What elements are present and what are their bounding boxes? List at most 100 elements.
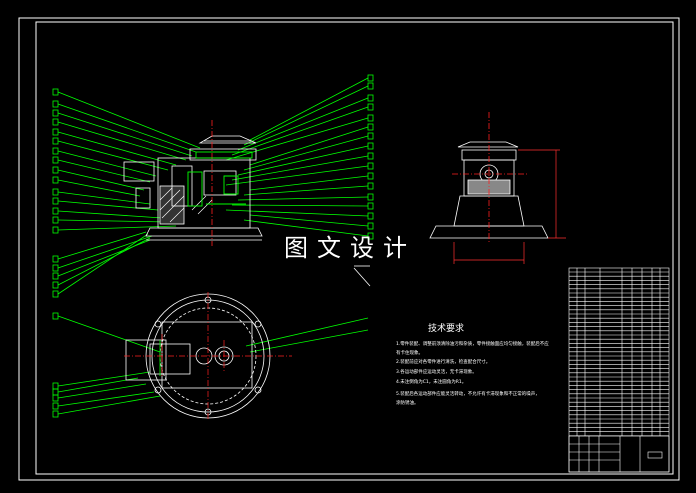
right-callout-box — [367, 172, 374, 180]
right-leader-line — [237, 145, 369, 176]
title-block-border — [568, 267, 670, 473]
main-view-green-parts — [187, 151, 253, 207]
left-leader-line — [57, 391, 155, 407]
right-callout-box — [367, 162, 374, 170]
right-leader-line — [237, 97, 369, 151]
left-leader-line — [57, 233, 149, 295]
left-callout-box — [52, 166, 59, 174]
left-callout-box — [52, 147, 59, 155]
left-leader-line — [57, 231, 147, 260]
right-callout-box — [367, 103, 374, 111]
left-leader-callouts — [52, 88, 201, 418]
left-leader-line — [57, 91, 201, 149]
tech-requirement-line: 涂防锈油。 — [396, 401, 419, 406]
left-leader-line — [57, 377, 139, 393]
left-leader-line — [57, 219, 171, 223]
right-leader-line — [249, 77, 369, 141]
side-view-dimensions — [453, 149, 566, 264]
tech-requirement-line: 有卡住现象。 — [396, 351, 423, 356]
left-leader-line — [57, 150, 157, 177]
left-callout-box — [52, 388, 59, 396]
left-leader-line — [57, 200, 159, 211]
left-callout-box — [52, 216, 59, 224]
left-callout-box — [52, 88, 59, 96]
left-leader-line — [57, 131, 177, 166]
left-callout-box — [52, 176, 59, 184]
left-callout-box — [52, 100, 59, 108]
left-callout-box — [52, 188, 59, 196]
misc-marks — [353, 265, 371, 287]
right-leader-line — [231, 204, 369, 207]
right-callout-box — [367, 222, 374, 230]
right-callout-box — [367, 132, 374, 140]
left-callout-box — [52, 272, 59, 280]
right-leader-line — [243, 219, 369, 237]
left-leader-line — [57, 225, 177, 231]
right-leader-line — [225, 117, 369, 161]
left-leader-line — [57, 159, 151, 183]
right-callout-box — [367, 82, 374, 90]
left-callout-box — [52, 137, 59, 145]
left-callout-box — [52, 255, 59, 263]
right-callout-box — [367, 123, 374, 131]
left-callout-box — [52, 197, 59, 205]
left-leader-line — [57, 179, 141, 197]
left-leader-line — [57, 371, 151, 387]
right-leader-line — [231, 155, 369, 181]
right-leader-line — [249, 126, 369, 166]
left-callout-box — [52, 264, 59, 272]
left-callout-box — [52, 394, 59, 402]
tech-requirement-line: 5.装配后各运动部件应能灵活转动，不允许有卡滞现象和不正常的噪声， — [396, 392, 540, 397]
left-leader-line — [57, 112, 193, 157]
right-leader-line — [249, 214, 369, 227]
right-callout-box — [367, 202, 374, 210]
plan-view-center-lines — [124, 292, 292, 420]
title-block-stamp-box — [647, 451, 663, 459]
tech-requirement-line: 2.装配前应对各零件进行清洗，检查配合尺寸。 — [396, 360, 491, 365]
tech-requirement-line: 4.未注倒角为C1，未注圆角为R1。 — [396, 380, 467, 385]
right-callout-box — [367, 142, 374, 150]
left-leader-line — [57, 383, 147, 399]
left-callout-box — [52, 226, 59, 234]
right-leader-line — [243, 185, 369, 196]
title-block — [568, 267, 670, 473]
right-callout-box — [367, 212, 374, 220]
left-leader-line — [57, 237, 151, 286]
right-leader-line — [243, 135, 369, 171]
left-callout-box — [52, 290, 59, 298]
right-callout-box — [367, 182, 374, 190]
left-callout-box — [52, 410, 59, 418]
right-callout-box — [367, 74, 374, 82]
drawing-frame — [18, 17, 680, 481]
right-callout-box — [367, 94, 374, 102]
right-leader-line — [243, 85, 369, 146]
tech-requirements-title: 技术要求 — [428, 324, 465, 334]
right-callout-box — [367, 114, 374, 122]
left-callout-box — [52, 207, 59, 215]
left-callout-box — [52, 156, 59, 164]
left-callout-box — [52, 109, 59, 117]
right-leader-line — [249, 175, 369, 191]
left-callout-box — [52, 312, 59, 320]
left-leader-line — [57, 395, 161, 415]
left-leader-line — [57, 210, 163, 219]
side-view — [429, 112, 549, 244]
right-leader-callouts — [225, 74, 374, 353]
main-elevation-view — [123, 120, 263, 246]
right-callout-box — [367, 193, 374, 201]
left-leader-line — [57, 103, 197, 153]
main-view-hatching — [159, 187, 213, 223]
left-callout-box — [52, 128, 59, 136]
right-callout-box — [367, 152, 374, 160]
right-leader-line — [231, 106, 369, 156]
left-leader-line — [57, 191, 151, 205]
tech-requirement-line: 1.零件装配、调整前须清除油污和杂质，零件接触面应均匀接触，装配后不应 — [396, 342, 549, 347]
right-leader-line — [237, 196, 369, 201]
right-leader-line — [225, 209, 369, 217]
right-leader-line — [245, 317, 369, 347]
left-leader-line — [57, 169, 145, 191]
left-callout-box — [52, 382, 59, 390]
title-block-name-area — [568, 435, 670, 473]
watermark-text: 图文设计 — [284, 234, 416, 262]
